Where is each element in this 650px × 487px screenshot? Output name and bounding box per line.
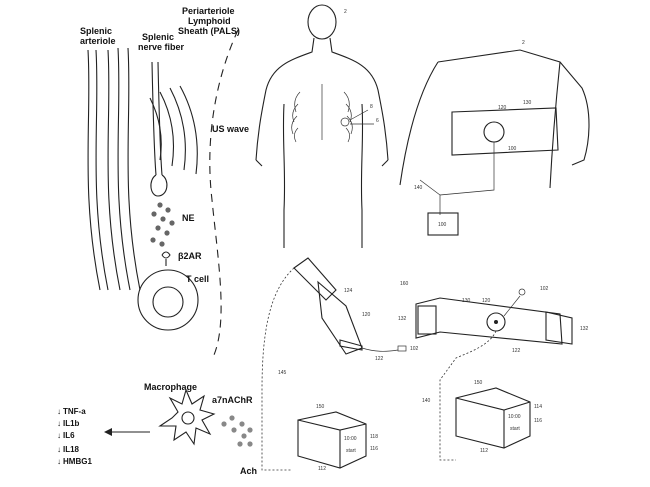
svg-text:↓IL1b: ↓IL1b <box>57 419 80 428</box>
splenic-arteriole-label: Splenic arteriole <box>80 26 116 46</box>
pals-label: Periarteriole Lymphoid Sheath (PALS) <box>178 6 240 36</box>
start-button-2: start <box>510 426 520 432</box>
ref-132b: 132 <box>580 326 589 332</box>
pals-boundary <box>210 30 238 355</box>
ref-130: 130 <box>523 100 532 106</box>
ref-torso-front: 2 <box>344 9 347 15</box>
ref-102: 102 <box>410 346 419 352</box>
down-arrow: ↓ <box>57 419 61 428</box>
ref-130b: 130 <box>462 298 471 304</box>
ref-100b: 100 <box>438 222 447 228</box>
ref-140b: 140 <box>422 398 431 404</box>
torso-back-figure <box>400 50 589 235</box>
ref-150a: 150 <box>316 404 325 410</box>
ref-160: 160 <box>400 281 409 287</box>
time-display-1: 10:00 <box>344 436 357 442</box>
a7nachr-label: a7nAChR <box>212 395 253 405</box>
ach-dots <box>221 415 252 446</box>
ref-122b: 122 <box>512 348 521 354</box>
ne-label: NE <box>182 213 195 223</box>
ref-140: 140 <box>414 185 423 191</box>
us-wave-label: US wave <box>212 124 249 134</box>
ref-120b: 120 <box>362 312 371 318</box>
belt-device <box>416 289 572 460</box>
time-display-2: 10:00 <box>508 414 521 420</box>
ach-label: Ach <box>240 466 257 476</box>
down-arrow: ↓ <box>57 457 61 466</box>
macrophage-nucleus <box>182 412 194 424</box>
splenic-arteriole-vessel <box>88 48 140 290</box>
ref-124: 124 <box>344 288 353 294</box>
cytokine-arrow <box>104 428 150 436</box>
ref-116b: 116 <box>370 446 378 452</box>
ref-145: 145 <box>278 370 287 376</box>
svg-text:↓TNF-a: ↓TNF-a <box>57 407 86 416</box>
down-arrow: ↓ <box>57 407 61 416</box>
b2ar-receptor <box>162 252 170 266</box>
down-arrow: ↓ <box>57 431 61 440</box>
ref-150b: 150 <box>474 380 483 386</box>
ref-120a: 120 <box>498 105 507 111</box>
ref-112a: 112 <box>318 466 326 472</box>
svg-text:↓IL6: ↓IL6 <box>57 431 75 440</box>
splenic-nerve-fiber <box>151 62 167 196</box>
ne-dots <box>150 202 174 246</box>
ref-112b: 112 <box>480 448 488 454</box>
macrophage-label: Macrophage <box>144 382 197 392</box>
t-cell-label: T cell <box>186 274 209 284</box>
ref-118: 118 <box>370 434 378 440</box>
ref-6: 6 <box>376 118 379 124</box>
ref-102b: 102 <box>540 286 549 292</box>
ref-114: 114 <box>534 404 542 410</box>
us-wave-arcs <box>150 86 197 174</box>
ultrasound-probe <box>262 258 406 470</box>
b2ar-label: β2AR <box>178 251 202 261</box>
ref-132a: 132 <box>398 316 407 322</box>
ref-torso-back: 2 <box>522 40 525 46</box>
ref-116: 116 <box>534 418 542 424</box>
svg-text:↓HMBG1: ↓HMBG1 <box>57 457 92 466</box>
svg-text:↓IL18: ↓IL18 <box>57 445 80 454</box>
down-arrow: ↓ <box>57 445 61 454</box>
ref-122: 122 <box>375 356 384 362</box>
ref-100a: 100 <box>508 146 517 152</box>
ref-8: 8 <box>370 104 373 110</box>
start-button-1: start <box>346 448 356 454</box>
ref-120c: 120 <box>482 298 491 304</box>
cytokine-list: ↓TNF-a ↓IL1b ↓IL6 ↓IL18 ↓HMBG1 <box>57 407 92 466</box>
macrophage-shape <box>160 390 214 444</box>
torso-front-figure <box>256 5 388 248</box>
